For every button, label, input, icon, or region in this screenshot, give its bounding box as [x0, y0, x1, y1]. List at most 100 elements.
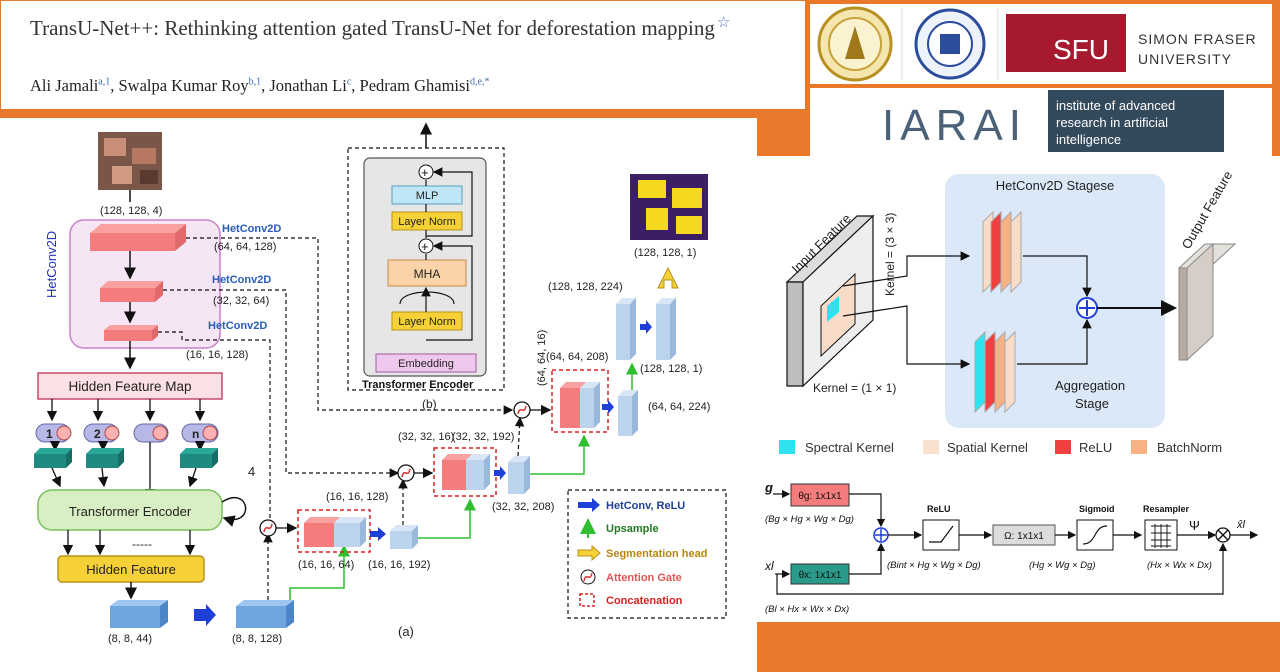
- dec-dim-d2-out: (32, 32, 208): [492, 501, 554, 513]
- iarai-svg: IARAI institute of advanced research in …: [882, 90, 1224, 152]
- hetconv-figure: HetConv2D Stagese Input Feature Kernel =…: [779, 168, 1237, 455]
- transunet-architecture-diagram: (128, 128, 4) HetConv2D HetConv2D (64, 6…: [34, 122, 727, 645]
- embedding-label: Embedding: [398, 358, 454, 370]
- decoder-blue-block-6: [618, 396, 632, 436]
- decoder-blue-block-3: [466, 460, 484, 490]
- legend-segmentation-head: Segmentation head: [606, 548, 707, 560]
- author-name: Jonathan Li: [269, 76, 347, 95]
- mlp-label: MLP: [416, 190, 439, 202]
- author-affiliation: b,1: [248, 76, 262, 88]
- aggregation-label-2: Stage: [1075, 396, 1109, 411]
- layer-norm-block-1: [391, 211, 463, 231]
- hetconv-legend: Spectral Kernel Spatial Kernel ReLU Batc…: [779, 440, 1222, 455]
- dec-dim-d1-up: (16, 16, 128): [326, 491, 388, 503]
- mha-label: MHA: [414, 267, 441, 281]
- patch-token: 1: [34, 399, 72, 468]
- caption-a: (a): [398, 624, 414, 639]
- paper-title: TransU-Net++: Rethinking attention gated…: [30, 10, 800, 41]
- bottleneck-block-2: [236, 606, 286, 628]
- caption-b: (b): [422, 397, 437, 411]
- decoder-blue-block-5: [580, 388, 594, 428]
- output-dim-label: (128, 128, 1): [634, 247, 696, 259]
- dec-dim-d4-a: (128, 128, 224): [548, 281, 623, 293]
- dec-dim-d1-concat: (16, 16, 64): [298, 559, 354, 571]
- author-list: Ali Jamalia,1, Swalpa Kumar Royb,1, Jona…: [30, 76, 490, 95]
- hetconv-stage-title: HetConv2D Stagese: [996, 178, 1115, 193]
- legend-upsample: Upsample: [606, 523, 659, 535]
- repeat-count: 4: [248, 464, 255, 479]
- legend-spectral: Spectral Kernel: [805, 440, 894, 455]
- star-icon: ☆: [716, 15, 731, 31]
- bottleneck-dim-1: (8, 8, 44): [108, 633, 152, 645]
- attention-gate-3: [513, 401, 531, 419]
- embedding-block: [375, 353, 477, 373]
- theta-g-block: [790, 483, 850, 507]
- dec-dim-d3-b: (64, 64, 208): [546, 351, 608, 363]
- output-feature-cube: [1186, 242, 1214, 362]
- legend-concatenation: Concatenation: [606, 595, 683, 607]
- kernel1-label: Kernel = (1 × 1): [813, 381, 896, 395]
- author-name: Ali Jamali: [30, 76, 99, 95]
- dec-dim-d1-out: (16, 16, 192): [368, 559, 430, 571]
- attention-gate-2: [397, 464, 415, 482]
- legend-relu: ReLU: [1079, 440, 1112, 455]
- iarai-line2: research in artificial: [1056, 115, 1168, 130]
- sfu-name-line2: UNIVERSITY: [1138, 51, 1232, 67]
- decoder-pink-block-4: [560, 388, 580, 428]
- dec-dim-d2-b: (32, 32, 192): [452, 431, 514, 443]
- ellipsis-dashes: -----: [132, 537, 152, 551]
- decoder-pink-block-3: [442, 460, 466, 490]
- skip-connection-1: [186, 237, 514, 415]
- patch-tokens: 1 2 n: [34, 399, 219, 500]
- sfu-name-line1: SIMON FRASER: [1138, 31, 1257, 47]
- hidden-feature-map-label: Hidden Feature Map: [68, 379, 191, 394]
- legend-hetconv: HetConv, ReLU: [606, 500, 685, 512]
- layer-norm-label-1: Layer Norm: [398, 216, 455, 228]
- layer-norm-label-2: Layer Norm: [398, 316, 455, 328]
- patch-token: 2: [83, 399, 124, 468]
- res-dim: (Hx × Wx × Dx): [1147, 560, 1212, 571]
- spectral-stack: [974, 330, 1016, 414]
- author-affiliation: c: [346, 76, 352, 88]
- iarai-line1: institute of advanced: [1056, 98, 1175, 113]
- iarai-mark: IARAI: [882, 101, 1027, 150]
- output-feature-label: Output Feature: [1179, 168, 1236, 251]
- logos-svg: SFU SIMON FRASER UNIVERSITY: [817, 6, 1257, 82]
- theta-g-label: θg: 1x1x1: [798, 491, 842, 502]
- encoder-block-2: [100, 288, 155, 302]
- paper-header: [0, 0, 806, 110]
- attention-gate-figure: g θg: 1x1x1 (Bg × Hg × Wg × Dg) xl θx: 1…: [764, 480, 1259, 615]
- psi-label: Ψ: [1189, 518, 1200, 533]
- g-input: g: [764, 480, 773, 495]
- g-dim: (Bg × Hg × Wg × Dg): [765, 514, 854, 525]
- sigmoid-label: Sigmoid: [1079, 504, 1115, 514]
- int-dim: (Bint × Hg × Wg × Dg): [887, 560, 981, 571]
- decoder-blue-block-1: [334, 523, 360, 547]
- spatial-stack: [982, 210, 1022, 294]
- enc-dim-2: (32, 32, 64): [213, 295, 269, 307]
- svg-text:+: +: [421, 165, 429, 180]
- transformer-encoder-label: Transformer Encoder: [69, 504, 192, 519]
- attention-gate-1: [259, 519, 277, 537]
- university-seal-2: [914, 8, 986, 80]
- patch-token: n: [180, 399, 219, 468]
- theta-x-label: θx: 1x1x1: [799, 570, 842, 581]
- legend-attention-gate: Attention Gate: [606, 572, 682, 584]
- hetconv-label-2: HetConv2D: [212, 274, 271, 286]
- omega-dim: (Hg × Wg × Dg): [1029, 560, 1096, 571]
- skip-connection-3: [158, 331, 271, 518]
- output-segmentation-map: [630, 174, 708, 240]
- decoder-blue-block-8: [656, 304, 670, 360]
- author-name: Pedram Ghamisi: [359, 76, 470, 95]
- x-dim: (Bl × Hx × Wx × Dx): [765, 604, 849, 615]
- dec-dim-d4-out: (128, 128, 1): [640, 363, 702, 375]
- decoder-blue-block-7: [616, 304, 630, 360]
- hidden-feature-label: Hidden Feature: [86, 562, 176, 577]
- decoder-blue-block-4: [508, 462, 524, 494]
- resampler-label: Resampler: [1143, 504, 1190, 514]
- author-affiliation: a,1: [98, 76, 111, 88]
- mha-block: [387, 259, 467, 287]
- hetconv-group-label: HetConv2D: [44, 231, 59, 298]
- relu-block: [922, 519, 960, 551]
- decoder-pink-block-1: [304, 523, 334, 547]
